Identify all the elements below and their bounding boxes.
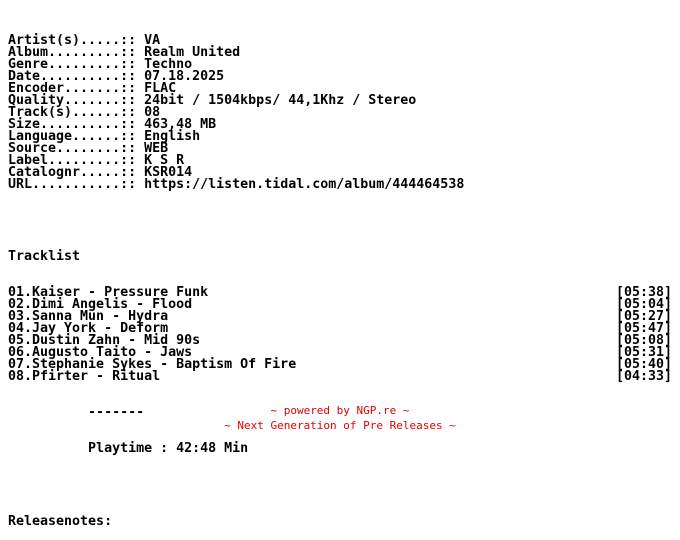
track-title: 04.Jay York - Deform [8, 321, 169, 336]
track-title: 06.Augusto Taito - Jaws [8, 345, 193, 360]
info-value: 24bit / 1504kbps/ 44,1Khz / Stereo [144, 93, 417, 108]
track-title: 07.Stephanie Sykes - Baptism Of Fire [8, 357, 297, 372]
info-row: Source........:: WEB [8, 141, 672, 156]
playtime: Playtime : 42:48 Min [8, 441, 249, 456]
footer-powered-by: ~ powered by NGP.re ~ [270, 404, 410, 417]
track-title: 02.Dimi Angelis - Flood [8, 297, 193, 312]
info-label: Date..........:: [8, 69, 137, 84]
playtime-separator: ------- [8, 405, 145, 420]
track-duration: [05:40] [615, 357, 672, 372]
info-label: Label.........:: [8, 153, 137, 168]
track-duration: [05:47] [615, 321, 672, 336]
track-row: 08.Pfirter - Ritual [04:33] [8, 369, 672, 384]
info-label: Size..........:: [8, 117, 137, 132]
footer-tagline: ~ Next Generation of Pre Releases ~ [224, 419, 456, 432]
spacer [8, 480, 672, 492]
info-label: Artist(s).....:: [8, 33, 137, 48]
info-label: Language......:: [8, 129, 137, 144]
track-duration: [05:31] [615, 345, 672, 360]
track-duration: [05:08] [615, 333, 672, 348]
track-title: 08.Pfirter - Ritual [8, 369, 161, 384]
info-row: URL...........:: https://listen.tidal.co… [8, 177, 672, 192]
track-row: 07.Stephanie Sykes - Baptism Of Fire [05:… [8, 357, 672, 372]
info-value: KSR014 [144, 165, 193, 180]
info-row: Size..........:: 463,48 MB [8, 117, 672, 132]
info-value: 463,48 MB [144, 117, 217, 132]
info-label: URL...........:: [8, 177, 137, 192]
track-duration: [05:38] [615, 285, 672, 300]
info-row: Genre.........:: Techno [8, 57, 672, 72]
track-row: 03.Sanna Mun - Hydra [05:27] [8, 309, 672, 324]
info-label: Album.........:: [8, 45, 137, 60]
spacer [8, 215, 672, 227]
track-duration: [04:33] [615, 369, 672, 384]
releasenotes-label: Releasenotes: [8, 514, 113, 529]
info-label: Catalognr.....:: [8, 165, 137, 180]
info-label: Track(s)......:: [8, 105, 137, 120]
info-row: Language......:: English [8, 129, 672, 144]
info-value: https://listen.tidal.com/album/444464538 [144, 177, 465, 192]
track-title: 03.Sanna Mun - Hydra [8, 309, 169, 324]
info-label: Source........:: [8, 141, 137, 156]
track-row: 04.Jay York - Deform [05:47] [8, 321, 672, 336]
info-row: Label.........:: K S R [8, 153, 672, 168]
info-row: Encoder.......:: FLAC [8, 81, 672, 96]
tracklist: 01.Kaiser - Pressure Funk[05:38]02.Dimi … [8, 285, 672, 384]
info-value: 07.18.2025 [144, 69, 225, 84]
info-label: Encoder.......:: [8, 81, 137, 96]
info-value: VA [144, 33, 161, 48]
info-row: Catalognr.....:: KSR014 [8, 165, 672, 180]
track-title: 01.Kaiser - Pressure Funk [8, 285, 209, 300]
track-duration: [05:27] [615, 309, 672, 324]
info-value: English [144, 129, 201, 144]
info-value: 08 [144, 105, 161, 120]
track-duration: [05:04] [615, 297, 672, 312]
info-row: Track(s)......:: 08 [8, 105, 672, 120]
track-row: 06.Augusto Taito - Jaws [05:31] [8, 345, 672, 360]
info-value: FLAC [144, 81, 177, 96]
info-row: Artist(s).....:: VA [8, 33, 672, 48]
tracklist-heading: Tracklist [8, 249, 81, 264]
info-row: Album.........:: Realm United [8, 45, 672, 60]
info-label: Genre.........:: [8, 57, 137, 72]
track-row: 05.Dustin Zahn - Mid 90s [05:08] [8, 333, 672, 348]
track-title: 05.Dustin Zahn - Mid 90s [8, 333, 201, 348]
info-value: WEB [144, 141, 169, 156]
track-row: 02.Dimi Angelis - Flood [05:04] [8, 297, 672, 312]
track-row: 01.Kaiser - Pressure Funk [05:38] [8, 285, 672, 300]
info-row: Date..........:: 07.18.2025 [8, 69, 672, 84]
info-value: Techno [144, 57, 193, 72]
info-label: Quality.......:: [8, 93, 137, 108]
info-row: Quality.......:: 24bit / 1504kbps/ 44,1K… [8, 93, 672, 108]
info-value: Realm United [144, 45, 241, 60]
info-value: K S R [144, 153, 185, 168]
